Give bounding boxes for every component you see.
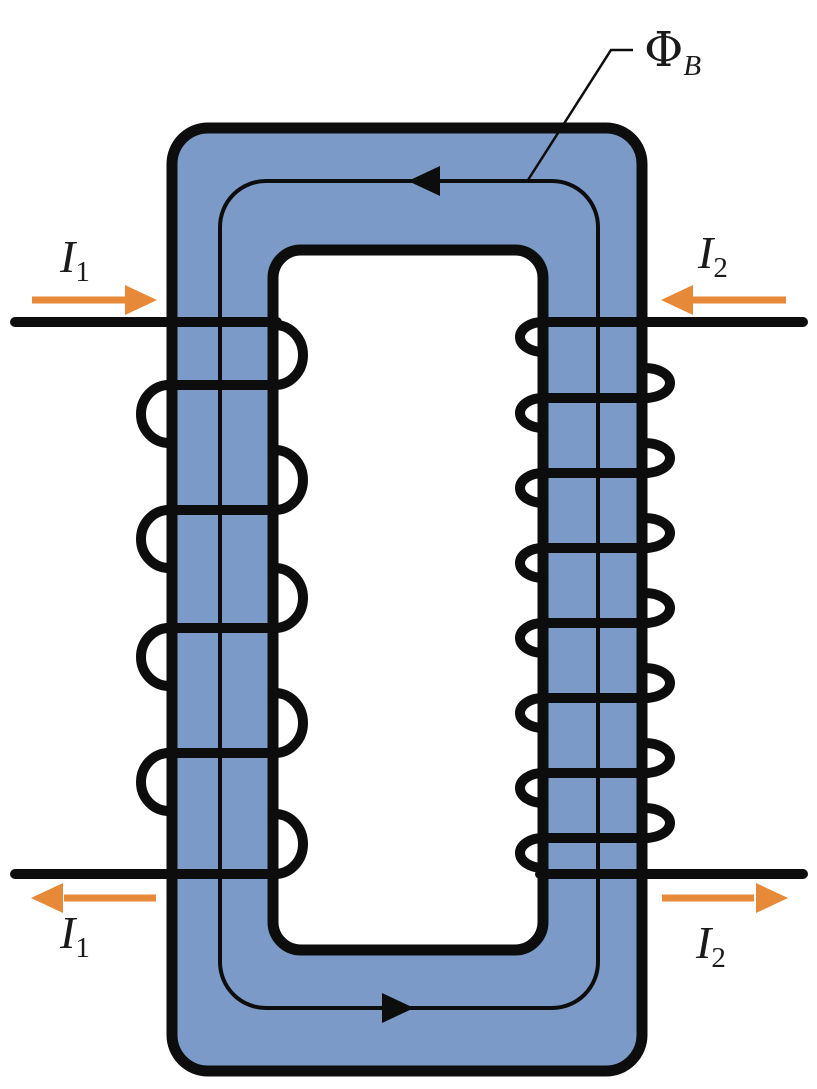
flux-arrow-bottom xyxy=(382,993,414,1023)
coil-loop xyxy=(270,563,308,633)
flux-leader-line xyxy=(526,48,633,181)
i1-bottom-label: I1 xyxy=(59,907,90,964)
coil-loop xyxy=(515,618,548,658)
coil-loop xyxy=(136,380,174,448)
coil-loop xyxy=(515,393,548,433)
coil-loop xyxy=(515,317,548,357)
magnetic-core xyxy=(166,122,648,1077)
coil-loop xyxy=(640,588,675,628)
coil-loop xyxy=(515,833,548,873)
coil-loop xyxy=(270,688,308,758)
secondary-coil xyxy=(515,317,808,879)
coil-loop xyxy=(270,320,308,390)
primary-coil xyxy=(10,317,308,879)
current-arrow-i1-top xyxy=(32,285,157,315)
coil-loop xyxy=(136,505,174,573)
coil-loop xyxy=(136,748,174,816)
flux-label: ΦB xyxy=(644,22,701,82)
coil-loop xyxy=(640,738,675,778)
coil-loop xyxy=(270,809,308,879)
coil-loop xyxy=(136,623,174,691)
coil-loop xyxy=(515,468,548,508)
coil-loop xyxy=(515,543,548,583)
coil-loop xyxy=(640,663,675,703)
coil-loop xyxy=(515,693,548,733)
current-arrow-i2-top xyxy=(661,285,786,315)
flux-arrow-top xyxy=(408,166,440,196)
current-arrow-i1-bottom xyxy=(31,883,156,913)
coil-loop xyxy=(640,363,675,403)
coil-loop xyxy=(515,768,548,808)
flux-line xyxy=(218,179,600,1010)
coil-loop xyxy=(640,438,675,478)
i2-top-label: I2 xyxy=(697,227,728,284)
current-arrows xyxy=(31,285,788,913)
i2-bottom-label: I2 xyxy=(695,917,726,974)
coil-loop xyxy=(640,803,675,843)
coil-loop xyxy=(270,445,308,515)
i1-top-label: I1 xyxy=(59,231,90,288)
coil-loop xyxy=(640,513,675,553)
current-arrow-i2-bottom xyxy=(662,883,788,913)
